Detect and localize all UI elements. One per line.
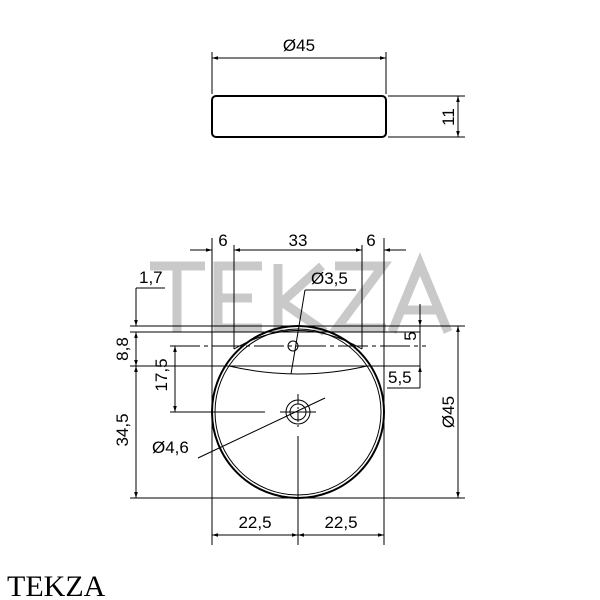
dim-top-left: 6 [218,231,227,250]
dim-1-7: 1,7 [139,268,163,287]
dim-8-8: 8,8 [113,337,132,361]
dim-34-5: 34,5 [113,413,132,446]
drain-label: Ø4,6 [152,438,189,457]
brand-logo: TEKZA [7,570,106,600]
side-view: Ø45 11 [211,36,465,138]
dim-diameter: Ø45 [439,396,458,428]
shelf-curve [228,365,368,375]
tap-hole-label: Ø3,5 [311,269,348,288]
top-view: 6 33 6 1,7 8,8 34,5 17,5 Ø3,5 Ø4,6 5 5,5… [113,231,465,545]
dim-top-right: 6 [366,231,375,250]
dim-top-mid: 33 [289,231,308,250]
dim-5-5: 5,5 [388,368,412,387]
dim-bottom-right: 22,5 [324,513,357,532]
watermark-letter-t [150,261,205,332]
dim-bottom-left: 22,5 [238,513,271,532]
dim-5: 5 [401,331,420,340]
dim-17-5: 17,5 [152,358,171,391]
side-height-label: 11 [439,108,458,126]
side-view-outline [211,95,387,138]
watermark-letter-k [273,262,328,336]
side-diameter-label: Ø45 [283,36,315,55]
watermark-logo [150,252,453,336]
watermark-letter-e [213,261,262,333]
